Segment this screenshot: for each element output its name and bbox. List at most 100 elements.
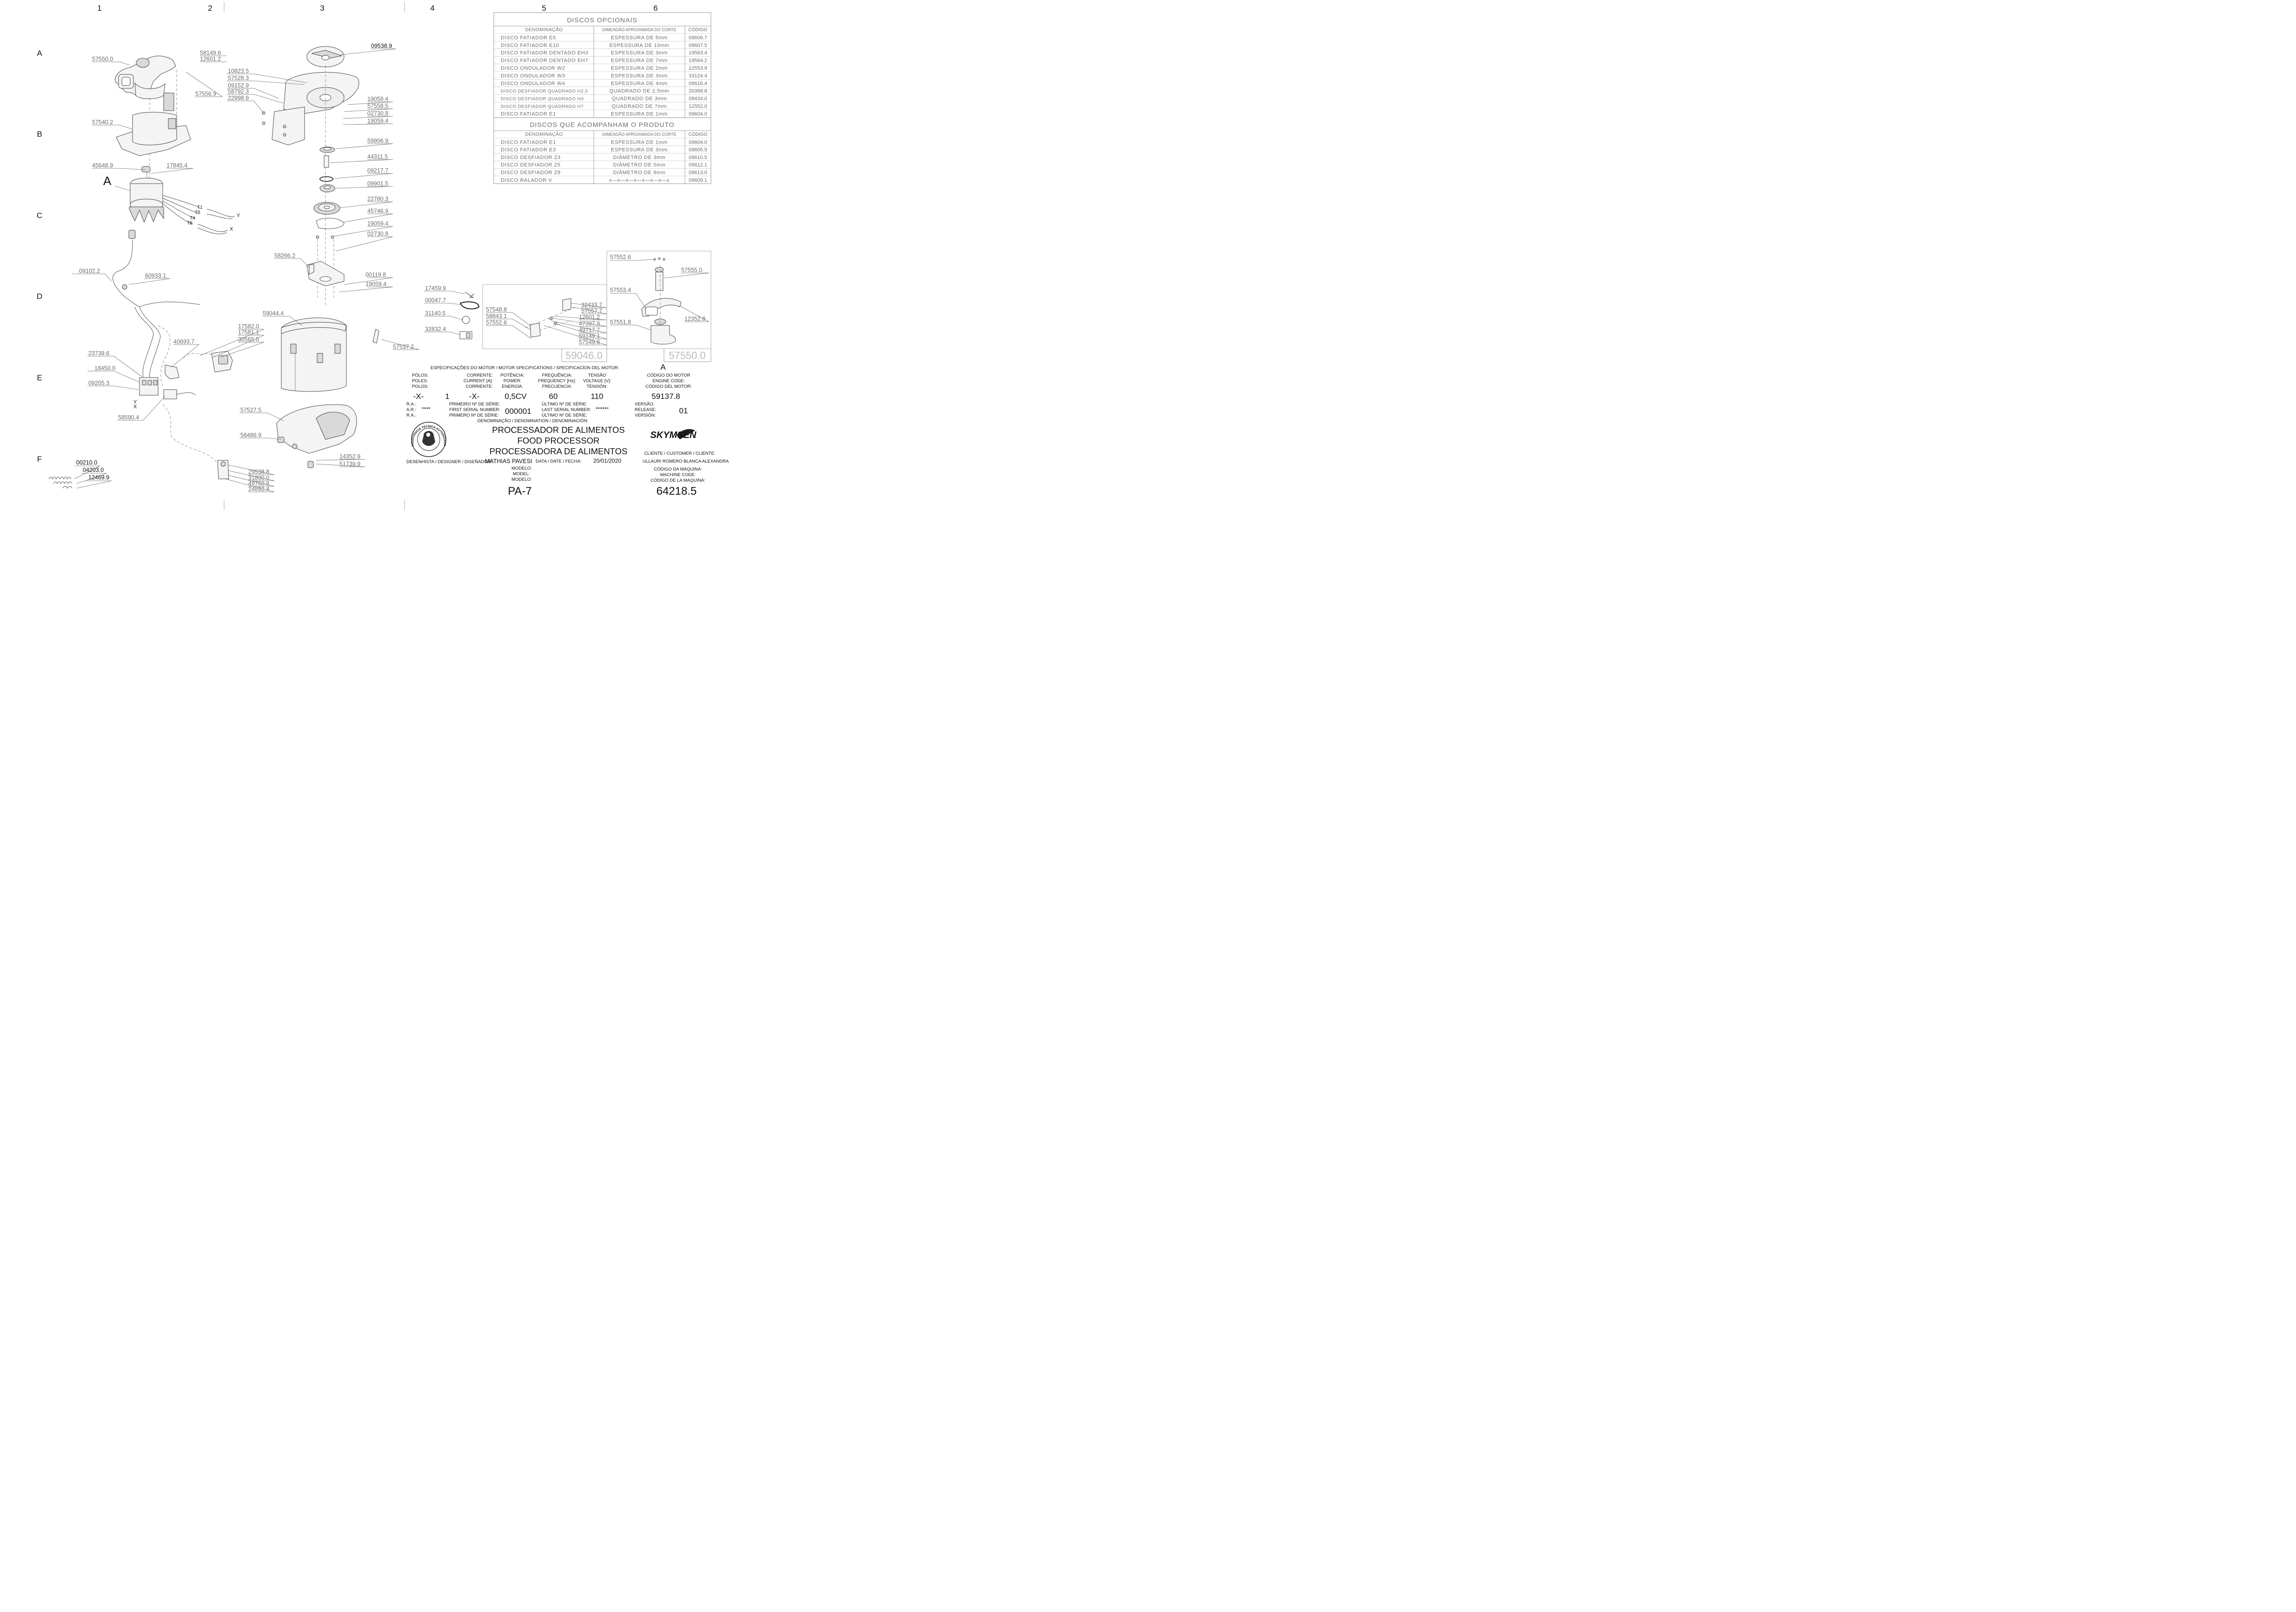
table-cell-code: 09610.5: [689, 155, 707, 160]
callout: 19059.4: [367, 96, 388, 102]
table-cell-name: DISCO ONDULADOR W3: [501, 73, 565, 79]
electrical-components: [139, 351, 233, 479]
table-cell-name: DISCO DESFIADOR QUADRADO H7: [501, 104, 584, 109]
wire-label: T5: [195, 210, 200, 215]
spec-voltage: 110: [591, 392, 603, 401]
drawing-date: 20/01/2020: [593, 458, 621, 464]
brand-logo: SKYMSEN: [650, 429, 697, 440]
callout: 31800.0: [248, 475, 269, 481]
callout: 17581.1: [238, 329, 259, 336]
machine-code-value: 64218.5: [657, 485, 697, 498]
spec-power: 0,5CV: [504, 392, 527, 401]
designer-label: DESENHISTA / DESIGNER / DISEÑADOR:: [406, 459, 492, 464]
table-cell-name: DISCO FATIADOR E5: [501, 35, 556, 40]
product-name-pt: PROCESSADOR DE ALIMENTOS: [492, 425, 624, 435]
motor-part: [129, 166, 235, 234]
callout: 19059.4: [367, 220, 388, 227]
table-cell-code: 20368.8: [689, 88, 707, 94]
wire-label: Y: [237, 213, 240, 219]
product-name-es: PROCESSADORA DE ALIMENTOS: [490, 446, 628, 456]
table-cell-dimension: QUADRADO DE 7mm: [612, 104, 667, 109]
callout: 17459.9: [425, 285, 446, 292]
callout: 57555.0: [681, 267, 702, 273]
machine-code-label: MACHINE CODE:: [660, 472, 696, 478]
box-57550: [606, 251, 711, 362]
table-cell-name: DISCO DESFIADOR Z8: [501, 170, 561, 176]
opc-header-dim: DIMENSÃO APROXIMADA DO CORTE: [602, 27, 676, 32]
discs-optional-title: DISCOS OPCIONAIS: [567, 16, 637, 24]
client-name: ULLAURI ROMERO BLANCA ALEXANDRA: [643, 459, 729, 464]
callout: 12469.9: [88, 474, 109, 481]
grid-col-4: 4: [430, 4, 434, 13]
callout: 00119.8: [365, 272, 386, 278]
client-label: CLIENTE / CUSTOMER / CLIENTE:: [644, 451, 716, 456]
wire-label: T8: [187, 221, 192, 226]
callout: 59149.1: [579, 333, 600, 339]
callout: 09901.5: [367, 180, 388, 187]
release-value: 01: [679, 406, 688, 415]
spec-label: PÓLOS:: [412, 373, 428, 378]
last-serial-value: ******: [596, 406, 609, 412]
slicing-disc-part: [306, 46, 345, 67]
callout: 60933.1: [145, 272, 166, 279]
table-cell-name: DISCO DESFIADOR Z3: [501, 155, 561, 160]
callout: 32832.4: [425, 326, 446, 332]
spec-label: CÓDIGO DEL MOTOR:: [645, 384, 692, 389]
callout: 57551.8: [610, 319, 631, 325]
model-label: MODEL:: [513, 471, 530, 477]
spec-label: POLES:: [412, 378, 428, 384]
callout: 57537.2: [393, 344, 414, 350]
table-cell-name: DISCO RALADOR V: [501, 178, 552, 183]
spec-current: -X-: [469, 392, 480, 401]
wire-label: X: [133, 404, 137, 410]
spec-label: CORRENTE:: [467, 373, 493, 378]
table-cell-dimension: ESPESSURA DE 7mm: [611, 58, 668, 64]
callout: 57553.4: [610, 287, 631, 293]
callout: 47397.9: [579, 320, 600, 327]
table-cell-dimension: QUADRADO DE 3mm: [612, 96, 667, 102]
table-cell-dimension: ESPESSURA DE 1mm: [611, 139, 668, 145]
callout: 56486.9: [240, 432, 261, 438]
machine-code-label: CÓDIGO DA MÁQUINA:: [654, 467, 702, 472]
table-cell-code: 12553.9: [689, 66, 707, 71]
table-cell-code: 09605.9: [689, 147, 707, 153]
table-cell-name: DISCO ONDULADOR W2: [501, 66, 565, 71]
ra-label: R.A.:: [406, 413, 416, 418]
motor-bracket-part: [306, 261, 345, 286]
callout: 31140.5: [425, 310, 445, 317]
callout: 59044.4: [263, 310, 284, 317]
release-label: VERSIÓN:: [635, 413, 656, 418]
callout: 00047.7: [425, 297, 446, 304]
ra-label: A.R.:: [406, 407, 416, 412]
table-cell-dimension: ESPESSURA DE 5mm: [611, 35, 668, 40]
table-cell-code: 09612.1: [689, 162, 707, 168]
housing-top-part: [115, 55, 177, 181]
spec-label: VOLTAGE [V]:: [583, 378, 611, 384]
model-label: MODELO:: [511, 477, 532, 482]
callout: 49760.6: [248, 480, 269, 487]
table-cell-dimension: ESPESSURA DE 3mm: [611, 73, 668, 79]
callout: 58590.4: [118, 414, 139, 421]
product-name-en: FOOD PROCESSOR: [518, 436, 600, 445]
brand-name: SKYMSEN: [650, 430, 697, 440]
table-cell-code: 09613.0: [689, 170, 707, 176]
first-serial-label: PRIMERO Nº DE SÉRIE:: [449, 413, 499, 418]
spec-label: TENSÃO: [588, 373, 606, 378]
acc-header-code: CÓDIGO: [689, 131, 708, 137]
first-serial-value: 000001: [505, 407, 531, 416]
motor-spec-heading: ESPECIFICAÇÕES DO MOTOR / MOTOR SPECIFIC…: [431, 365, 619, 371]
table-cell-name: DISCO FATIADOR E10: [501, 43, 559, 48]
grid-row-e: E: [37, 373, 42, 382]
callout: 12601.2: [579, 314, 600, 320]
callout: 02730.8: [367, 231, 388, 237]
table-cell-code: 33124.4: [689, 73, 707, 79]
model-label: MODELO:: [511, 466, 532, 471]
model-value: PA-7: [508, 485, 532, 498]
callout: 29538.8: [248, 469, 269, 475]
opc-header-name: DENOMINAÇÃO: [525, 27, 563, 33]
date-label: DATA / DATE / FECHA:: [536, 459, 582, 464]
callout: 22780.3: [367, 196, 388, 202]
spec-label: TENSIÓN:: [587, 384, 608, 389]
table-cell-code: 09604.0: [689, 139, 707, 145]
wire-label: T4: [190, 216, 195, 221]
